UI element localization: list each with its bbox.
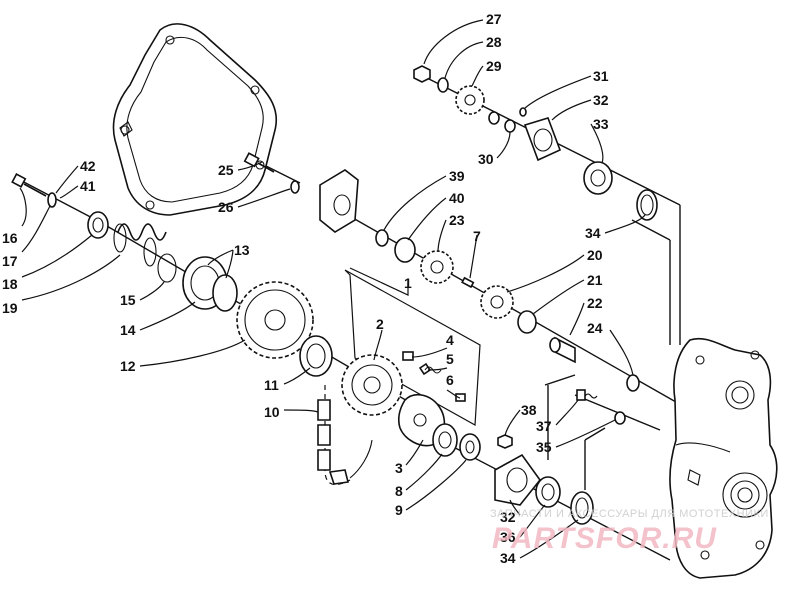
callout-15: 15	[120, 292, 136, 308]
callout-labels: 27 28 29 31 32 33 30 39 40 23 7 20 21 22…	[2, 11, 609, 566]
callout-22: 22	[587, 295, 603, 311]
callout-21: 21	[587, 272, 603, 288]
watermark-caption: ЗАПЧАСТИ И АКСЕССУАРЫ ДЛЯ МОТОТЕХНИКИ	[490, 508, 769, 520]
watermark: ЗАПЧАСТИ И АКСЕССУАРЫ ДЛЯ МОТОТЕХНИКИ PA…	[490, 508, 769, 555]
callout-42: 42	[80, 158, 96, 174]
callout-19: 19	[2, 300, 18, 316]
watermark-logo: PARTSFOR.RU	[492, 522, 717, 555]
callout-7: 7	[473, 228, 481, 244]
callout-25: 25	[218, 162, 234, 178]
callout-35: 35	[536, 439, 552, 455]
middle-shaft-assembly	[243, 152, 640, 392]
gear-assembly-1	[341, 269, 481, 461]
chaincase-cover	[112, 23, 277, 216]
callout-28: 28	[486, 34, 502, 50]
callout-6: 6	[446, 372, 454, 388]
callout-26: 26	[218, 199, 234, 215]
callout-9: 9	[395, 502, 403, 518]
callout-8: 8	[395, 483, 403, 499]
callout-18: 18	[2, 276, 18, 292]
callout-4: 4	[446, 332, 454, 348]
callout-16: 16	[2, 230, 18, 246]
upper-shaft-assembly	[413, 65, 681, 345]
callout-1: 1	[404, 275, 412, 291]
callout-30: 30	[478, 151, 494, 167]
leader-lines	[19, 19, 646, 559]
callout-40: 40	[449, 190, 465, 206]
callout-31: 31	[593, 68, 609, 84]
callout-27: 27	[486, 11, 502, 27]
callout-37: 37	[536, 418, 552, 434]
callout-36: 36	[500, 529, 516, 545]
callout-11: 11	[264, 377, 279, 393]
callout-24: 24	[587, 320, 603, 336]
callout-17: 17	[2, 253, 18, 269]
drive-chain	[317, 385, 373, 485]
callout-38: 38	[521, 402, 537, 418]
callout-32-upper: 32	[593, 92, 609, 108]
callout-3: 3	[395, 460, 403, 476]
callout-12: 12	[120, 358, 136, 374]
callout-41: 41	[80, 178, 96, 194]
callout-34-lower: 34	[500, 550, 516, 566]
callout-20: 20	[587, 247, 603, 263]
gearcase-housing	[669, 337, 778, 579]
callout-39: 39	[449, 168, 465, 184]
callout-5: 5	[446, 351, 454, 367]
callout-32-lower: 32	[500, 509, 516, 525]
callout-33: 33	[593, 116, 609, 132]
callout-34-upper: 34	[585, 225, 601, 241]
callout-14: 14	[120, 322, 136, 338]
callout-23: 23	[449, 212, 465, 228]
callout-2: 2	[376, 316, 384, 332]
callout-13: 13	[234, 242, 250, 258]
drive-shaft-assembly	[11, 173, 333, 377]
callout-29: 29	[486, 58, 502, 74]
callout-10: 10	[264, 404, 280, 420]
lower-right-assembly	[494, 374, 626, 525]
